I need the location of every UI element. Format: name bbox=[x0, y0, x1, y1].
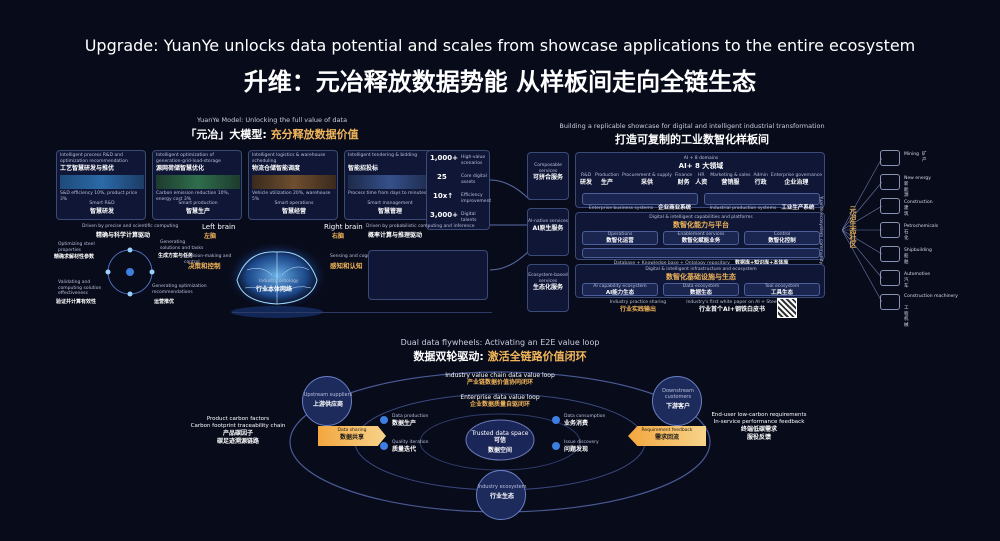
infra-ai: AI capability ecosystem AI能力生态 bbox=[582, 283, 658, 296]
card-production-image bbox=[156, 175, 240, 189]
platform-box: Digital & intelligent capabilities and p… bbox=[575, 212, 825, 266]
car-icon bbox=[880, 270, 900, 286]
card-operations: Intelligent logistics & warehouse schedu… bbox=[248, 150, 338, 220]
left-brain-desc-en: Driven by precise and scientific computi… bbox=[82, 224, 179, 229]
platform-operations: Operations 数智化运营 bbox=[582, 231, 658, 245]
bottom-whitepaper: Industry's first white paper on AI + Ste… bbox=[686, 300, 778, 313]
ai8-title: AI+ 8 大领域 bbox=[678, 162, 724, 170]
side-composable: Composable services 可拼合服务 bbox=[527, 152, 569, 200]
card-operations-image bbox=[252, 175, 336, 189]
right-icon-grid bbox=[368, 250, 488, 300]
flywheel-title-en: Dual data flywheels: Activating an E2E v… bbox=[400, 338, 600, 347]
side-ai-native: AI-native services AI原生服务 bbox=[527, 208, 569, 256]
platform-enablement: Enablement services 数智化赋能业务 bbox=[663, 231, 739, 245]
quality-iteration-icon bbox=[380, 442, 388, 450]
card-rd: Intelligent process R&D and optimization… bbox=[56, 150, 146, 220]
left-brain-desc-zh: 精确与科学计算驱动 bbox=[96, 232, 151, 239]
infra-data: Data ecosystem 数据生态 bbox=[663, 283, 739, 296]
right-brain-zh: 右脑 bbox=[332, 233, 345, 240]
database-bar: Database + Knowledge base + Ontology rep… bbox=[582, 248, 820, 266]
community-zh: 元冶生态社区 bbox=[849, 206, 857, 248]
scenario-cards: Intelligent process R&D and optimization… bbox=[56, 150, 436, 220]
ship-icon bbox=[880, 246, 900, 262]
system-industrial: Industrial production systems 工业生产系统 bbox=[704, 193, 820, 211]
left-note: Product carbon factors Carbon footprint … bbox=[190, 416, 286, 445]
downstream-node: Downstream customers 下游客户 bbox=[652, 376, 702, 426]
trusted-data-space: Trusted data space 可信 数据空间 bbox=[471, 430, 529, 454]
left-brain-zh: 左脑 bbox=[204, 233, 217, 240]
platform-control: Control 数智化控制 bbox=[744, 231, 820, 245]
data-consumption-icon bbox=[552, 416, 560, 424]
refinery-icon bbox=[880, 222, 900, 238]
industry-fan-lines bbox=[842, 157, 882, 303]
card-management-image bbox=[348, 175, 432, 189]
data-sharing-arrow: Data sharing 数据共享 bbox=[318, 426, 386, 446]
right-brain-desc-zh: 概率计算与推理驱动 bbox=[368, 232, 423, 239]
outer-loop-label: Industry value chain data value loop 产业链… bbox=[445, 372, 555, 386]
community-en: YuanYe ecosystem community bbox=[818, 196, 823, 265]
mining-icon bbox=[880, 150, 900, 166]
inner-loop-label: Enterprise data value loop 企业数据质量自驱闭环 bbox=[460, 394, 540, 408]
industry-ontology-zh: 行业本体网络 bbox=[256, 286, 293, 293]
infra-tool: Tool ecosystem 工具生态 bbox=[744, 283, 820, 296]
industry-list: Mining 矿产 New energy 新能源 Construction 建筑… bbox=[880, 150, 980, 328]
issue-discovery-icon bbox=[552, 442, 560, 450]
building-icon bbox=[880, 198, 900, 214]
upstream-node: Upstream suppliers 上游供应商 bbox=[302, 376, 352, 426]
system-business: Enterprise business systems 企业商业系统 bbox=[582, 193, 698, 211]
right-panel-title-en: Building a replicable showcase for digit… bbox=[559, 122, 825, 130]
left-panel-title-en: YuanYe Model: Unlocking the full value o… bbox=[196, 116, 348, 124]
right-panel: Building a replicable showcase for digit… bbox=[527, 116, 857, 326]
right-note: End-user low-carbon requirements In-serv… bbox=[711, 412, 807, 441]
flywheel-title-zh: 数据双轮驱动: 激活全链路价值闭环 bbox=[413, 350, 587, 363]
card-rd-image bbox=[60, 175, 144, 189]
right-panel-title-zh: 打造可复制的工业数智化样板间 bbox=[615, 133, 769, 146]
right-brain-desc-en: Driven by probabilistic computing and in… bbox=[366, 224, 475, 229]
page-title-en: Upgrade: YuanYe unlocks data potential a… bbox=[84, 36, 916, 55]
right-brain-en: Right brain bbox=[324, 223, 363, 231]
excavator-icon bbox=[880, 294, 900, 310]
requirement-feedback-arrow: Requirement feedback 需求回流 bbox=[628, 426, 706, 446]
infra-box: Digital & intelligent infrastructure and… bbox=[575, 264, 825, 298]
left-brain-en: Left brain bbox=[202, 223, 236, 231]
left-panel: YuanYe Model: Unlocking the full value o… bbox=[52, 116, 492, 326]
left-panel-title-zh: 「元冶」大模型: 充分释放数据价值 bbox=[185, 128, 359, 141]
panel-connectors bbox=[490, 179, 530, 271]
qr-code bbox=[777, 298, 797, 318]
page-title-zh: 升维：元冶释放数据势能 从样板间走向全链生态 bbox=[243, 68, 757, 96]
card-management: Intelligent tendering & bidding 智能招投标 Pr… bbox=[344, 150, 434, 220]
industry-ontology-en: Industry ontology bbox=[259, 279, 299, 284]
card-production: Intelligent optimization of generation-g… bbox=[152, 150, 242, 220]
left-cycle-diagram bbox=[105, 247, 155, 297]
ecosystem-node: Industry ecosystem 行业生态 bbox=[476, 470, 527, 520]
bottom-practice: Industry practice sharing 行业实践输出 bbox=[609, 300, 667, 313]
data-production-icon bbox=[380, 416, 388, 424]
stats-box: 1,000+ High-value scenarios 25 Core digi… bbox=[426, 150, 491, 230]
bottom-icon-row bbox=[232, 312, 492, 323]
side-ecosystem: Ecosystem-based services 生态化服务 bbox=[527, 264, 569, 312]
wind-turbine-icon bbox=[880, 174, 900, 190]
